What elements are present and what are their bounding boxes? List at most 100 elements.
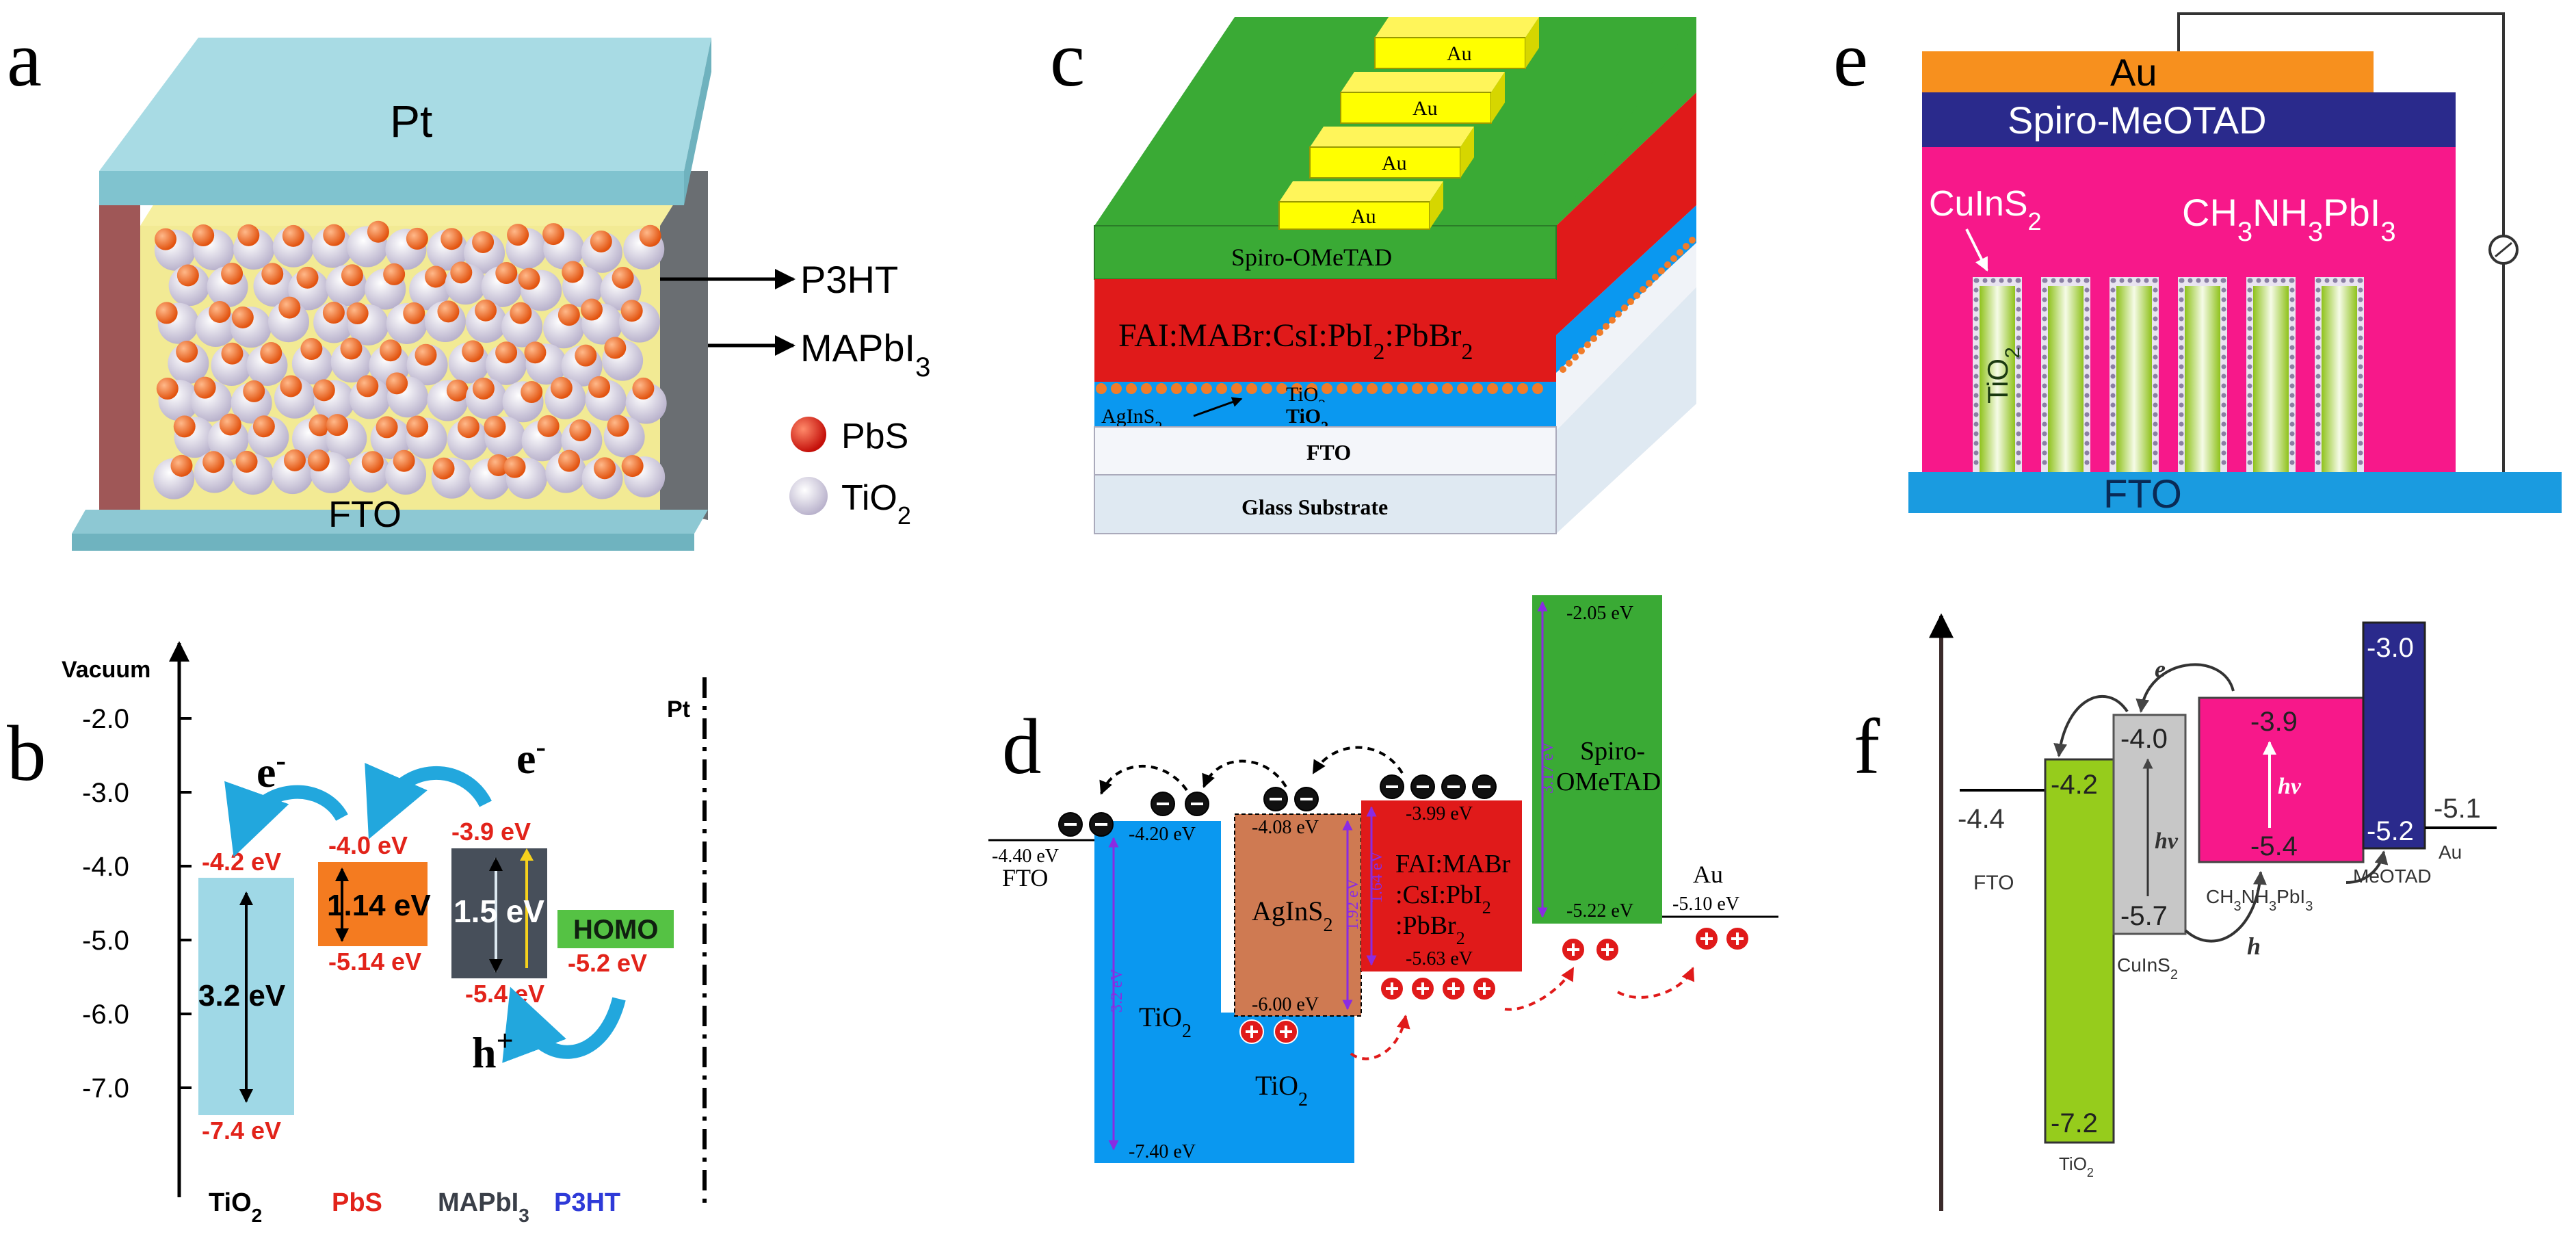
p3ht-callout-label: P3HT: [800, 258, 898, 301]
agins2-dot: [1261, 383, 1272, 394]
pbs-particle: [607, 415, 629, 437]
hole-transfer-arrow-f-2: [2345, 850, 2389, 884]
fto-layer-front: [1094, 426, 1557, 475]
pbs-particle: [510, 302, 532, 324]
agins2-bottom-value-d: -6.00 eV: [1252, 994, 1319, 1015]
pbs-particle: [296, 266, 319, 289]
panel-a: a Pt FTO P3HT MAPbI3 PbS TiO2: [7, 16, 930, 551]
pbs-particle: [155, 302, 178, 324]
panel-label-e: e: [1833, 16, 1868, 103]
cuins2-bottom-value-f: -5.7: [2120, 901, 2168, 931]
tio2-band-f: [2044, 758, 2115, 1144]
tio2-nanorods: [1973, 277, 2364, 475]
pbs-particle: [639, 224, 661, 247]
pbs-top-label-b: -4.0 eV: [328, 831, 408, 859]
pbs-particle: [588, 376, 611, 398]
pbs-particle: [521, 381, 543, 404]
pbs-particle: [620, 300, 643, 322]
au-electrode-1: Au: [1374, 17, 1539, 69]
pbs-particle: [415, 343, 437, 366]
cuins2-top-value-f: -4.0: [2120, 724, 2168, 754]
pbs-particle: [282, 224, 304, 247]
pbs-particle: [278, 296, 301, 319]
pbs-particle: [472, 377, 495, 400]
pbs-particle: [323, 224, 345, 246]
agins2-dot-side: [1677, 249, 1683, 256]
pbs-particle: [524, 341, 547, 364]
hv-label-perov: hv: [2278, 774, 2302, 799]
perov-side: [1556, 92, 1696, 335]
agins2-dot-side: [1596, 329, 1603, 336]
electron-transfer-arrow-f-2: [2053, 694, 2129, 757]
au-level-value-d: -5.10 eV: [1672, 894, 1739, 915]
pt-label-b: Pt: [667, 696, 690, 722]
pbs-particle: [322, 302, 345, 324]
tio2-rod: [2048, 286, 2084, 474]
pbs-particle: [612, 266, 634, 289]
pt-plate-front: [99, 171, 684, 205]
pbs-particle: [376, 416, 398, 439]
perov-name-line1-d: FAI:MABr: [1395, 850, 1511, 878]
au-label-3: Au: [1382, 152, 1407, 174]
panel-f: f -4.4 FTO -4.2 -7.2 TiO2 -4.0 -5.7 hv C…: [1854, 613, 2497, 1211]
tio2-side: [1556, 205, 1696, 373]
electron-transfer-arrow-2: [365, 762, 492, 839]
pbs-particle: [550, 376, 573, 399]
pbs-particle: [221, 342, 244, 365]
panel-label-d: d: [1002, 703, 1042, 790]
fto-name-d: FTO: [1002, 864, 1048, 891]
hole-label: h+: [472, 1024, 514, 1078]
spiro-band-d: [1532, 595, 1662, 924]
agins2-dot: [1291, 383, 1302, 394]
tio2-gap-value-d: 3.2 eV: [1108, 968, 1126, 1013]
pbs-particle: [235, 450, 258, 473]
panel-label-c: c: [1050, 16, 1085, 103]
pbs-particle: [367, 220, 389, 243]
agins2-dot-side: [1640, 286, 1646, 293]
pbs-particle: [308, 414, 331, 436]
perov-bottom-value-d: -5.63 eV: [1406, 948, 1473, 969]
pbs-particle: [192, 224, 215, 247]
agins2-dot-side: [1658, 268, 1665, 274]
agins2-dot: [1412, 383, 1423, 394]
pbs-particle: [487, 454, 510, 476]
p3ht-homo-value: -5.2 eV: [568, 949, 647, 977]
agins2-dot-side: [1590, 335, 1597, 342]
axis-tick-label-b: -4.0: [82, 852, 129, 882]
agins2-dot: [1171, 383, 1182, 394]
perov-top-value-f: -3.9: [2250, 707, 2298, 737]
pbs-particle: [621, 455, 644, 478]
pbs-particle: [462, 340, 484, 363]
au-electrode-4: Au: [1278, 181, 1443, 230]
pbs-particle: [156, 378, 179, 400]
pbs-particle: [219, 413, 241, 436]
agins2-dot: [1231, 383, 1242, 394]
p3ht-name-b: P3HT: [554, 1188, 620, 1217]
nanoparticle-cluster: [153, 220, 667, 499]
agins2-dot: [1517, 383, 1528, 394]
pbs-particle: [594, 457, 616, 480]
meotad-bottom-value-f: -5.2: [2367, 816, 2414, 846]
tio2-legend-marker: [789, 477, 828, 515]
pbs-particle: [575, 344, 597, 367]
electron-path-1-d: [1099, 765, 1188, 795]
pbs-particle: [450, 261, 473, 284]
pbs-particle: [495, 341, 518, 364]
pbs-particle: [569, 419, 592, 441]
panel-b: b Vacuum -2.0-3.0-4.0-5.0-6.0-7.0 Pt 3.2…: [7, 641, 707, 1226]
au-label-4: Au: [1351, 205, 1376, 228]
hole-symbol-f: h: [2247, 932, 2261, 960]
pt-plate-side: [684, 38, 711, 205]
panel-d: d -4.40 eV FTO 3.2 eV -4.20 eV -7.40 eV …: [988, 595, 1778, 1163]
agins2-dot: [1502, 383, 1513, 394]
pbs-particle: [243, 380, 265, 402]
agins2-dot: [1367, 383, 1378, 394]
fto-layer-label-c: FTO: [1306, 440, 1351, 465]
agins2-dot-side: [1615, 311, 1622, 317]
fto-level-value-f: -4.4: [1958, 804, 2005, 834]
agins2-dot: [1306, 383, 1317, 394]
pbs-particle: [557, 304, 580, 326]
pbs-particle: [280, 375, 302, 397]
tio2-top-value-d: -4.20 eV: [1129, 824, 1196, 845]
